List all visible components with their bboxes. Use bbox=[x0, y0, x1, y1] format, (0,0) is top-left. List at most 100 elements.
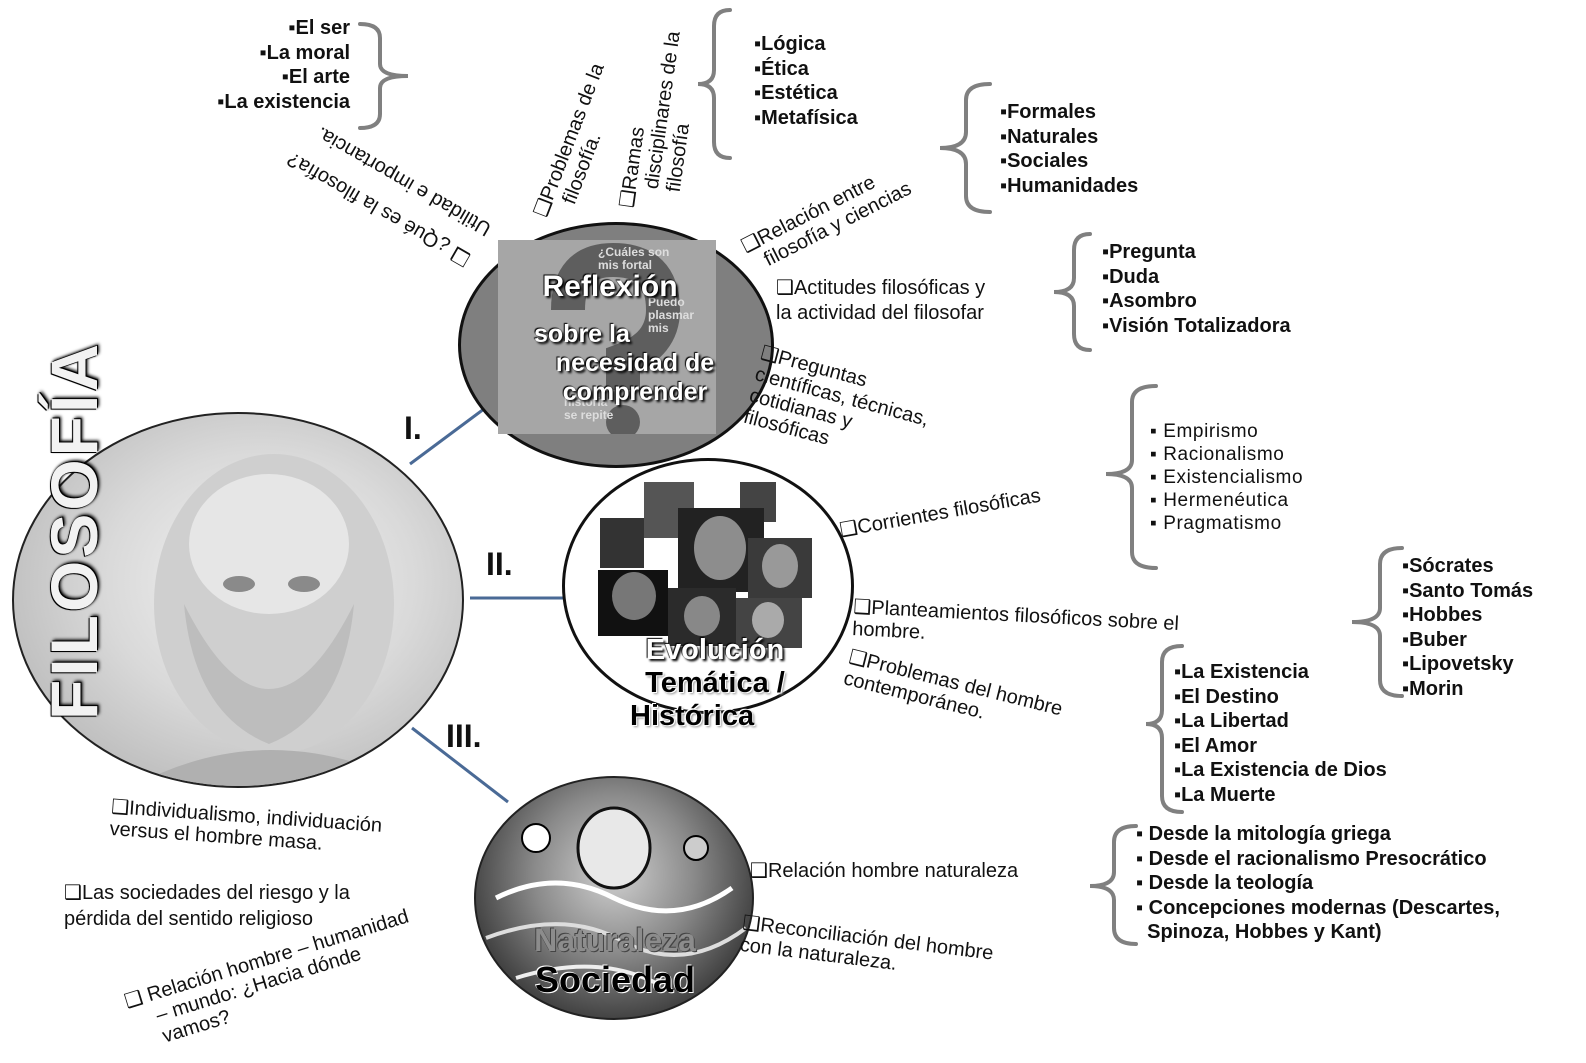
brace-actitudes bbox=[1053, 232, 1092, 352]
hub-naturaleza-line: Naturaleza bbox=[534, 922, 696, 958]
list-item: ▪ Desde la mitología griega bbox=[1136, 823, 1391, 845]
checkbox-bullet-icon: ❑ bbox=[64, 882, 82, 904]
philosopher-portrait bbox=[12, 412, 464, 788]
ramas-list: ▪Lógica ▪Ética ▪Estética ▪Metafísica bbox=[754, 32, 858, 130]
hub-reflexion-subtitle: comprender bbox=[562, 378, 708, 406]
list-item: ▪Lipovetsky bbox=[1402, 653, 1514, 675]
list-item: ▪Buber bbox=[1402, 628, 1467, 651]
list-item: ▪Pregunta bbox=[1102, 241, 1196, 263]
brace-ciencias bbox=[939, 82, 992, 214]
list-item: ▪ Concepciones modernas (Descartes, bbox=[1136, 896, 1500, 919]
numeral-i: I. bbox=[404, 410, 422, 446]
actitudes-list: ▪Pregunta ▪Duda ▪Asombro ▪Visión Totaliz… bbox=[1102, 240, 1291, 338]
checkbox-bullet-icon: ❑ bbox=[750, 860, 768, 882]
relacion-naturaleza-text: Relación hombre naturaleza bbox=[767, 860, 1019, 882]
brace-corrientes bbox=[1105, 384, 1158, 570]
bg-word: se repite bbox=[564, 408, 614, 422]
connector-line-iii bbox=[411, 726, 509, 804]
list-item: ▪La moral bbox=[259, 41, 350, 64]
main-title: FILOSOFÍA bbox=[37, 341, 111, 720]
list-item: ▪Metafísica bbox=[754, 106, 858, 129]
ciencias-list: ▪Formales ▪Naturales ▪Sociales ▪Humanida… bbox=[1000, 100, 1138, 198]
bg-word: mis fortal bbox=[598, 258, 653, 272]
hub-reflexion-subtitle: sobre la bbox=[534, 320, 630, 348]
problemas-hombre-list: ▪La Existencia ▪El Destino ▪La Libertad … bbox=[1174, 660, 1387, 807]
list-item: ▪Estética bbox=[754, 82, 838, 104]
list-item: ▪Sociales bbox=[1000, 150, 1089, 172]
sociedades-line: pérdida del sentido religioso bbox=[64, 908, 314, 930]
bg-word: plasmar bbox=[648, 308, 695, 322]
brace-relacion-naturaleza bbox=[1089, 824, 1138, 946]
question-mark-icon bbox=[551, 242, 681, 434]
numeral-iii: III. bbox=[446, 718, 482, 754]
bust-illustration bbox=[134, 454, 414, 786]
planteamientos-list: ▪Sócrates ▪Santo Tomás ▪Hobbes ▪Buber ▪L… bbox=[1402, 554, 1533, 701]
list-item: ▪ Hermenéutica bbox=[1150, 490, 1289, 511]
list-item: ▪ Desde la teología bbox=[1136, 872, 1314, 894]
sociedades-line: Las sociedades del riesgo y la bbox=[81, 882, 350, 904]
list-item: ▪ Empirismo bbox=[1150, 421, 1259, 442]
list-item: ▪Ética bbox=[754, 57, 809, 80]
hub-evolucion-line: Evolución bbox=[645, 634, 785, 666]
checkbox-bullet-icon: ❑ bbox=[616, 188, 641, 210]
actitudes-label: ❑Actitudes filosóficas y la actividad de… bbox=[776, 276, 985, 326]
list-item: ▪La existencia bbox=[217, 90, 350, 113]
hub-naturaleza-line: Sociedad bbox=[534, 959, 696, 1000]
list-item: ▪Naturales bbox=[1000, 125, 1099, 148]
problemas-list: ▪El ser ▪La moral ▪El arte ▪La existenci… bbox=[190, 16, 350, 114]
bg-word: ¿Cuáles son bbox=[598, 245, 670, 259]
hub-reflexion-subtitle: necesidad de bbox=[555, 349, 715, 377]
list-item: ▪Lógica bbox=[754, 33, 826, 55]
list-item: ▪Visión Totalizadora bbox=[1102, 314, 1291, 337]
list-item: ▪Humanidades bbox=[1000, 174, 1139, 197]
list-item: ▪ Pragmatismo bbox=[1150, 513, 1282, 534]
hub-evolucion-line: Histórica bbox=[630, 700, 755, 732]
relacion-naturaleza-label: ❑Relación hombre naturaleza bbox=[750, 860, 1018, 882]
list-item: ▪Hobbes bbox=[1402, 604, 1483, 626]
reflexion-background-image: ¿Cuáles son mis fortal Puedo plasmar mis… bbox=[498, 240, 716, 434]
actitudes-line: la actividad del filosofar bbox=[776, 302, 984, 324]
checkbox-bullet-icon: ❑ bbox=[776, 277, 794, 299]
bg-word: historia bbox=[564, 395, 608, 409]
sociedades-label: ❑Las sociedades del riesgo y la pérdida … bbox=[64, 880, 350, 932]
list-item: ▪Asombro bbox=[1102, 290, 1197, 312]
earth-artwork-image bbox=[485, 806, 748, 985]
list-item: ▪ Racionalismo bbox=[1150, 444, 1285, 465]
list-item: ▪ Desde el racionalismo Presocrático bbox=[1136, 847, 1487, 870]
list-item: ▪Santo Tomás bbox=[1402, 579, 1534, 602]
list-item: ▪ Existencialismo bbox=[1150, 467, 1304, 488]
hub-reflexion-title: Reflexión bbox=[542, 270, 678, 303]
hub-evolucion-line: Temática / bbox=[645, 667, 785, 699]
hub-naturaleza-label: Naturaleza Sociedad bbox=[490, 922, 740, 1001]
list-item: ▪Formales bbox=[1000, 101, 1097, 123]
hub-evolucion-label: Evolución Temática / Histórica bbox=[600, 634, 830, 733]
list-item: ▪La Libertad bbox=[1174, 710, 1289, 732]
list-item: ▪Duda bbox=[1102, 265, 1160, 288]
bg-word: Puedo bbox=[648, 295, 685, 309]
actitudes-line: Actitudes filosóficas y bbox=[793, 277, 986, 299]
bg-word: mis bbox=[648, 321, 669, 335]
checkbox-bullet-icon: ❑ bbox=[852, 596, 872, 619]
list-item: ▪El ser bbox=[288, 17, 350, 39]
brace-planteamientos bbox=[1351, 546, 1404, 698]
list-item: ▪La Muerte bbox=[1174, 783, 1276, 806]
checkbox-bullet-icon: ❑ bbox=[110, 796, 130, 820]
list-item: ▪La Existencia bbox=[1174, 661, 1309, 683]
list-item: ▪El Destino bbox=[1174, 685, 1279, 708]
list-item: ▪La Existencia de Dios bbox=[1174, 759, 1387, 781]
list-item: ▪Sócrates bbox=[1402, 555, 1494, 577]
numeral-ii: II. bbox=[486, 546, 513, 582]
relacion-naturaleza-list: ▪ Desde la mitología griega ▪ Desde el r… bbox=[1136, 822, 1500, 945]
list-item: Spinoza, Hobbes y Kant) bbox=[1136, 921, 1382, 943]
list-item: ▪Morin bbox=[1402, 677, 1464, 700]
philosophers-collage bbox=[598, 478, 818, 648]
portraits-collage-image bbox=[598, 482, 812, 648]
corrientes-list: ▪ Empirismo ▪ Racionalismo ▪ Existencial… bbox=[1150, 420, 1303, 535]
brace-problemas-hombre bbox=[1145, 644, 1184, 814]
list-item: ▪El Amor bbox=[1174, 734, 1258, 757]
list-item: ▪El arte bbox=[281, 66, 350, 88]
brace-ramas bbox=[697, 8, 732, 160]
brace-problemas bbox=[358, 22, 409, 130]
hub-naturaleza bbox=[474, 776, 754, 1020]
